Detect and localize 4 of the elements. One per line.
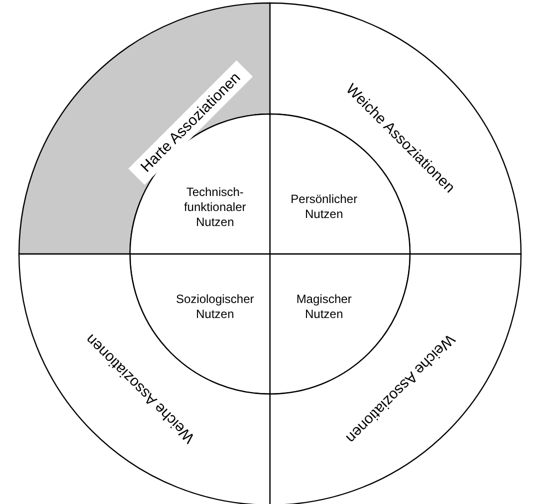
segment-label: Magischer Nutzen xyxy=(295,292,353,322)
segment-label: Soziologischer Nutzen xyxy=(174,292,256,322)
segment-label: Technisch-funktionaler Nutzen xyxy=(182,184,248,230)
segment-label: Persönlicher Nutzen xyxy=(290,192,358,222)
